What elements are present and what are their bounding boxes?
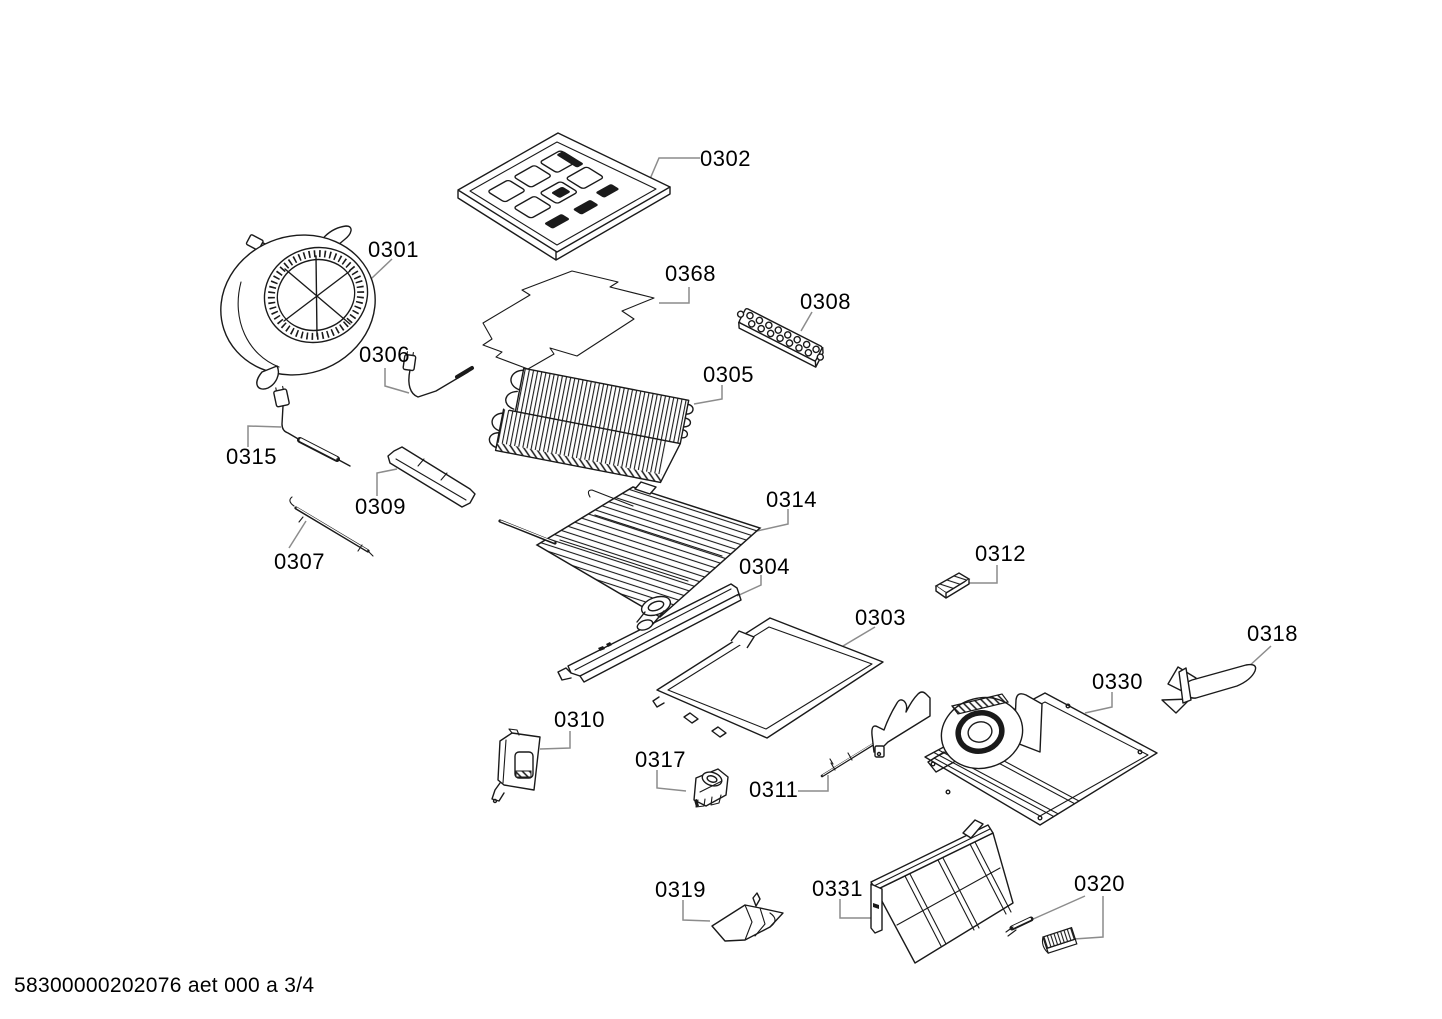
part-0309-drawing — [387, 446, 476, 508]
part-label-0304: 0304 — [739, 554, 790, 579]
part-0302-drawing — [458, 133, 670, 260]
part-0314-drawing — [498, 481, 762, 618]
part-label-0307: 0307 — [274, 549, 325, 574]
part-label-0309: 0309 — [355, 494, 406, 519]
part-0331-drawing — [870, 819, 1014, 964]
part-label-0312: 0312 — [975, 541, 1026, 566]
part-label-0318: 0318 — [1247, 621, 1298, 646]
part-0303-drawing — [652, 617, 884, 739]
part-label-0308: 0308 — [800, 289, 851, 314]
part-label-0317: 0317 — [635, 747, 686, 772]
document-code: 58300000202076 aet 000 a 3/4 — [14, 974, 315, 997]
part-0306-drawing — [402, 351, 474, 398]
part-0310-drawing — [491, 728, 541, 804]
part-label-0310: 0310 — [554, 707, 605, 732]
part-0315-drawing — [273, 385, 351, 467]
part-label-0331: 0331 — [812, 876, 863, 901]
part-label-0302: 0302 — [700, 146, 751, 171]
part-0368-drawing — [482, 270, 655, 370]
part-0312-drawing — [934, 572, 971, 599]
part-0304-drawing — [557, 583, 742, 683]
part-label-0314: 0314 — [766, 487, 817, 512]
part-label-0320: 0320 — [1074, 871, 1125, 896]
leader-lines — [247, 157, 1272, 940]
part-label-0301: 0301 — [368, 237, 419, 262]
part-0320-drawing — [1005, 916, 1078, 954]
part-label-0315: 0315 — [226, 444, 277, 469]
part-0319-drawing — [711, 892, 784, 942]
part-label-0303: 0303 — [855, 605, 906, 630]
part-label-0330: 0330 — [1092, 669, 1143, 694]
part-label-0305: 0305 — [703, 362, 754, 387]
part-label-0311: 0311 — [749, 777, 799, 802]
part-label-0368: 0368 — [665, 261, 716, 286]
part-0305-drawing — [488, 367, 694, 484]
part-0301-drawing — [220, 225, 376, 390]
part-0317-drawing — [693, 768, 729, 808]
part-label-0306: 0306 — [359, 342, 410, 367]
part-0307-drawing — [289, 496, 374, 557]
part-0311-drawing — [820, 691, 931, 778]
part-0308-drawing — [736, 307, 825, 368]
part-label-0319: 0319 — [655, 877, 706, 902]
part-0330-drawing — [924, 692, 1158, 826]
part-0318-drawing — [1161, 663, 1257, 714]
